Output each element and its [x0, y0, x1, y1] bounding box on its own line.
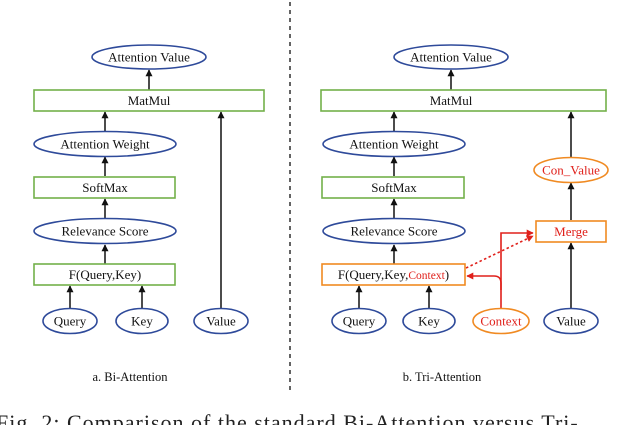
key-label: Key: [131, 314, 153, 329]
attention-value-label: Attention Value: [108, 50, 190, 65]
matmul-box: [33, 89, 265, 112]
relevance-score-node: [33, 217, 177, 245]
key-label: Key: [418, 314, 440, 329]
con-value-label: Con_Value: [542, 163, 600, 178]
value-node: [193, 307, 249, 335]
query-node: [331, 307, 387, 335]
query-label: Query: [343, 314, 376, 329]
attention-weight-label: Attention Weight: [349, 137, 439, 152]
f-query-key-context-label: F(Query,Key,Context): [338, 267, 449, 282]
f-context: Context: [408, 270, 445, 282]
f-query-key-box: [33, 263, 176, 286]
key-node: [402, 307, 456, 335]
value-node: [543, 307, 599, 335]
relevance-score-node: [322, 217, 466, 245]
f-prefix: F(Query,Key,: [338, 267, 409, 282]
softmax-label: SoftMax: [371, 180, 417, 195]
bi-attention-caption: a. Bi-Attention: [93, 370, 169, 384]
attention-weight-node: [33, 130, 177, 158]
figure-caption: Fig. 2: Comparison of the standard Bi-At…: [0, 410, 579, 425]
relevance-score-label: Relevance Score: [351, 224, 438, 239]
matmul-label: MatMul: [128, 93, 171, 108]
matmul-label: MatMul: [430, 93, 473, 108]
context-label: Context: [480, 314, 522, 329]
f-query-key-context-box: [321, 263, 466, 286]
arrow-f-to-merge-dotted: [465, 235, 534, 269]
attention-value-node: [91, 44, 207, 70]
con-value-node: [533, 156, 609, 184]
matmul-box: [320, 89, 607, 112]
query-label: Query: [54, 314, 87, 329]
bi-attention-panel: Attention Value MatMul Attention Weight …: [33, 44, 265, 384]
arrow-context-to-f: [466, 272, 502, 290]
softmax-box: [321, 176, 465, 199]
attention-value-label: Attention Value: [410, 50, 492, 65]
key-node: [115, 307, 169, 335]
context-node: [472, 307, 530, 335]
softmax-label: SoftMax: [82, 180, 128, 195]
value-label: Value: [206, 314, 236, 329]
merge-label: Merge: [554, 224, 588, 239]
attention-weight-label: Attention Weight: [60, 137, 150, 152]
tri-attention-caption: b. Tri-Attention: [403, 370, 482, 384]
f-suffix: ): [445, 267, 449, 282]
softmax-box: [33, 176, 176, 199]
attention-weight-node: [322, 130, 466, 158]
query-node: [42, 307, 98, 335]
tri-attention-panel: Attention Value MatMul Attention Weight …: [320, 44, 609, 384]
merge-box: [535, 220, 607, 243]
attention-value-node: [393, 44, 509, 70]
value-label: Value: [556, 314, 586, 329]
f-query-key-label: F(Query,Key): [69, 267, 141, 282]
relevance-score-label: Relevance Score: [62, 224, 149, 239]
